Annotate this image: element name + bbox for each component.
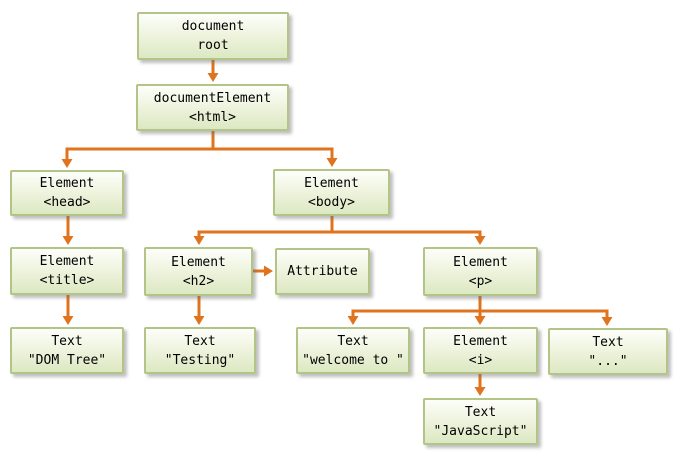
- node-element-head: Element <head>: [10, 170, 124, 216]
- node-text-dom-tree: Text "DOM Tree": [10, 327, 124, 374]
- node-document-root-label: document: [181, 19, 245, 34]
- arrowhead-element-title-to-text-dom-tree: [62, 316, 74, 325]
- arrowhead-document-root-to-document-element: [207, 73, 219, 82]
- edge-document-element-to-element-head: [65, 131, 215, 159]
- node-element-title-label: Element: [39, 254, 95, 269]
- node-text-javascript: Text "JavaScript": [423, 398, 538, 445]
- node-element-i-label: Element: [453, 333, 508, 349]
- node-element-i: Element <i>: [423, 327, 538, 374]
- node-text-welcome-label: "welcome to ": [302, 352, 404, 368]
- node-document-element-label: <html>: [189, 109, 236, 125]
- node-element-body-label: Element: [304, 175, 359, 191]
- node-element-h2-label: Element: [171, 254, 226, 270]
- node-text-ellipsis-label: "...": [588, 353, 628, 369]
- node-document-element: documentElement <html>: [136, 84, 289, 131]
- node-document-root-label: root: [197, 38, 229, 53]
- node-text-dom-tree-label: Text: [51, 333, 83, 349]
- node-text-testing-label: Text: [184, 333, 216, 349]
- node-text-javascript-label: "JavaScript": [433, 423, 528, 439]
- arrowhead-element-p-to-text-ellipsis: [601, 317, 613, 326]
- node-text-welcome: Text "welcome to ": [296, 327, 410, 374]
- node-element-title: Element <title>: [10, 247, 124, 295]
- node-element-i-label: <i>: [468, 352, 493, 368]
- node-element-h2-label: <h2>: [182, 273, 215, 289]
- node-element-h2: Element <h2>: [144, 247, 253, 296]
- arrowhead-element-p-to-element-i: [474, 316, 486, 325]
- node-element-body-label: <body>: [308, 194, 355, 210]
- edge-element-p-to-text-welcome: [351, 296, 482, 316]
- arrowhead-element-h2-to-text-testing: [193, 316, 205, 325]
- node-element-head-label: Element: [39, 176, 95, 191]
- node-element-p-label: Element: [453, 254, 508, 270]
- node-element-body: Element <body>: [273, 169, 390, 216]
- arrowhead-element-p-to-text-welcome: [347, 316, 359, 325]
- node-text-testing-label: "Testing": [164, 352, 236, 368]
- node-text-welcome-label: Text: [337, 333, 369, 349]
- edge-element-body-to-element-p: [332, 230, 482, 236]
- node-document-element-label: documentElement: [153, 90, 272, 106]
- node-attribute: Attribute: [275, 248, 370, 295]
- node-document-root: document root: [137, 12, 289, 60]
- arrowhead-element-i-to-text-javascript: [474, 387, 486, 396]
- edge-element-body-to-element-h2: [197, 216, 334, 236]
- node-text-ellipsis-label: Text: [592, 334, 624, 350]
- node-element-title-label: <title>: [39, 273, 95, 288]
- arrowhead-document-element-to-element-head: [61, 159, 73, 168]
- edge-element-p-to-text-ellipsis: [480, 309, 609, 317]
- arrowhead-element-h2-to-attribute: [264, 265, 273, 277]
- node-attribute-label: Attribute: [287, 264, 358, 279]
- node-text-testing: Text "Testing": [144, 327, 256, 374]
- node-element-p: Element <p>: [423, 247, 538, 296]
- arrowhead-document-element-to-element-body: [326, 158, 338, 167]
- arrowhead-element-head-to-element-title: [62, 236, 74, 245]
- edge-document-element-to-element-body: [213, 147, 334, 158]
- node-element-head-label: <head>: [43, 195, 91, 210]
- node-text-javascript-label: Text: [464, 404, 497, 420]
- node-element-p-label: <p>: [468, 273, 493, 289]
- node-text-ellipsis: Text "...": [548, 328, 668, 375]
- arrowhead-element-body-to-element-h2: [193, 236, 205, 245]
- node-text-dom-tree-label: "DOM Tree": [27, 352, 107, 368]
- arrowhead-element-body-to-element-p: [474, 236, 486, 245]
